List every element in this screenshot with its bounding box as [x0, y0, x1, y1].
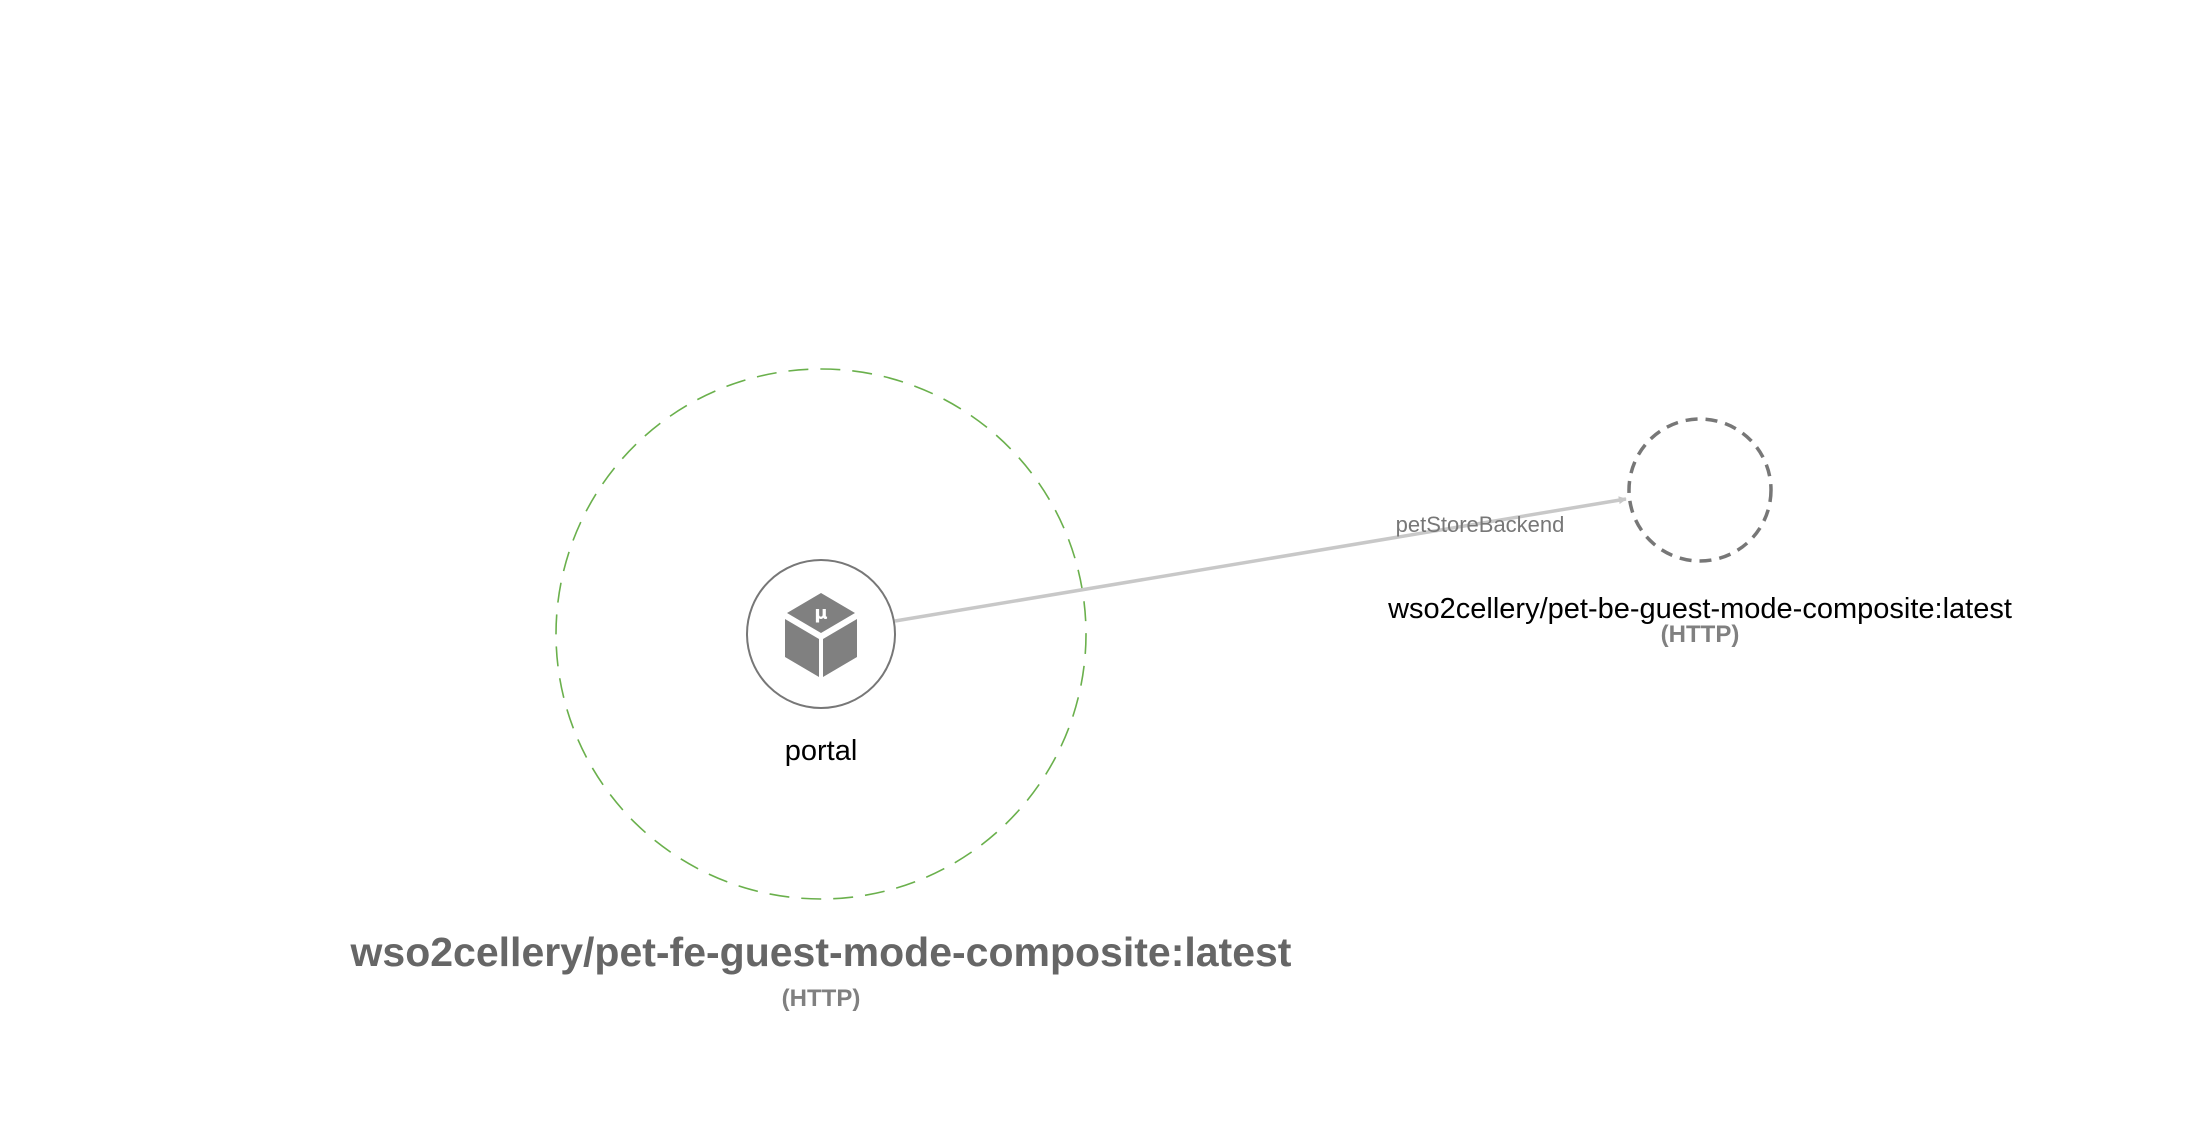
portal-component-node[interactable]: μ: [746, 559, 896, 709]
composite-title: wso2cellery/pet-fe-guest-mode-composite:…: [350, 929, 1292, 975]
component-label: portal: [785, 735, 858, 767]
edge-label: petStoreBackend: [1396, 512, 1565, 537]
microservice-cube-icon: μ: [785, 593, 857, 677]
dependency-edge[interactable]: [894, 496, 1627, 623]
component-circle[interactable]: [746, 559, 896, 709]
mu-glyph: μ: [814, 603, 827, 624]
composite-boundary[interactable]: [555, 368, 1087, 900]
dependency-label: wso2cellery/pet-be-guest-mode-composite:…: [1387, 593, 2012, 625]
composite-protocol: (HTTP): [782, 985, 861, 1012]
dependency-protocol: (HTTP): [1661, 621, 1740, 648]
dependency-node[interactable]: [1627, 417, 1773, 563]
